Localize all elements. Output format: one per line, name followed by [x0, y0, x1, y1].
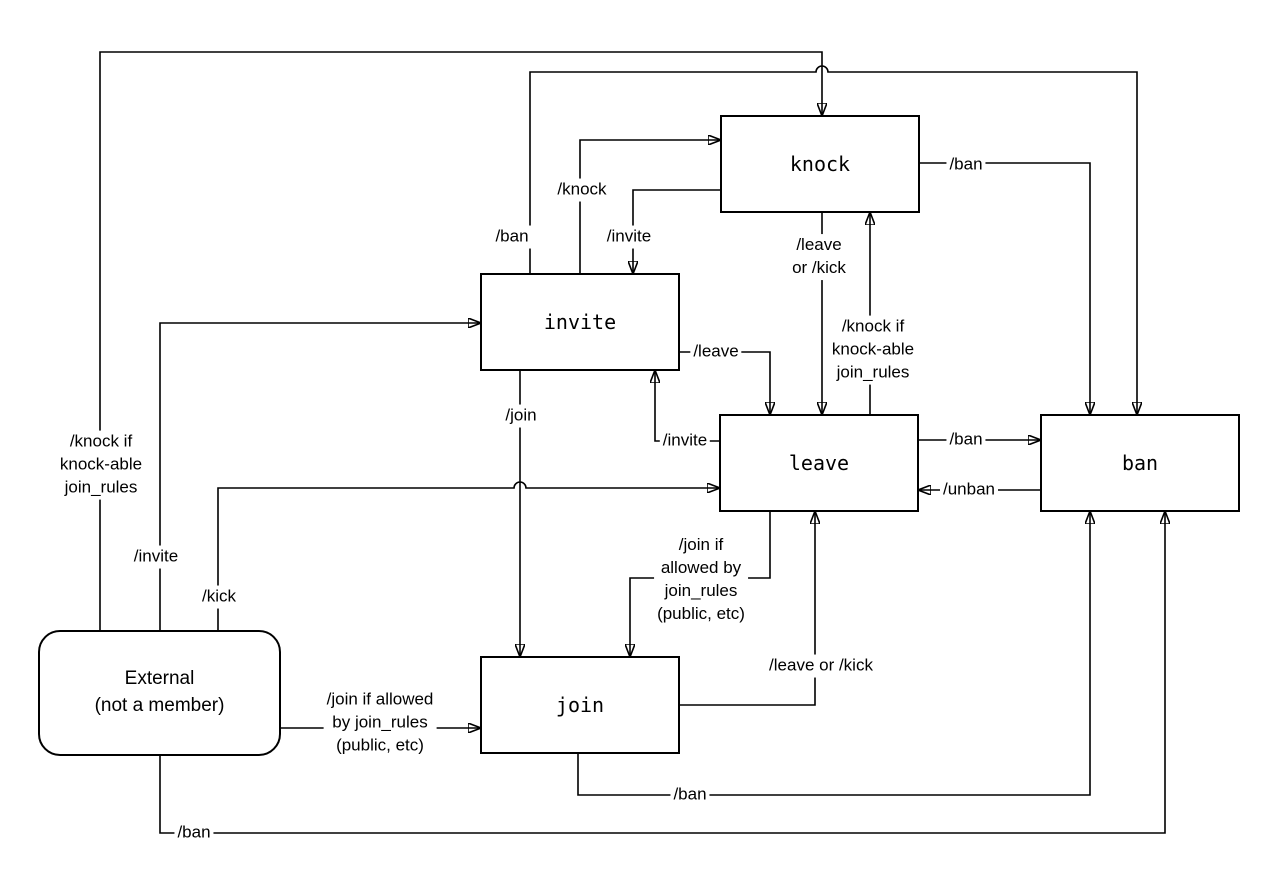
state-node-external: External (not a member) [38, 630, 281, 756]
edge-invite-to-ban [529, 65, 1137, 414]
edge-label-leave-to-ban: /ban [946, 428, 986, 452]
edge-label-leave-to-join: /join if allowed by join_rules (public, … [654, 534, 748, 626]
edge-external-to-ban [159, 512, 1165, 834]
edge-label-invite-to-knock: /knock [554, 178, 610, 202]
edge-invite-to-knock [579, 140, 720, 273]
edge-label-external-to-ban: /ban [174, 821, 214, 845]
edge-label-external-to-knock: /knock if knock-able join_rules [56, 430, 146, 500]
edge-knock-to-ban [920, 162, 1090, 414]
state-node-invite: invite [480, 273, 680, 371]
state-node-join: join [480, 656, 680, 754]
state-node-knock: knock [720, 115, 920, 213]
edge-label-invite-to-leave: /leave [690, 340, 742, 364]
edge-label-external-to-invite: /invite [130, 545, 182, 569]
edge-label-leave-to-invite: /invite [659, 429, 711, 453]
edge-external-to-invite [159, 323, 480, 630]
state-node-leave: leave [719, 414, 919, 512]
edge-label-knock-to-ban: /ban [946, 153, 986, 177]
edge-external-to-leave [217, 481, 719, 630]
edge-label-external-to-leave: /kick [199, 585, 239, 609]
edge-label-join-to-ban: /ban [670, 783, 710, 807]
edge-join-to-ban [577, 512, 1090, 796]
edge-join-to-leave [680, 512, 815, 706]
edge-label-join-to-leave: /leave or /kick [766, 654, 876, 678]
edge-label-external-to-join: /join if allowed by join_rules (public, … [323, 688, 437, 758]
edge-external-to-knock [99, 51, 822, 630]
edge-label-knock-to-leave: /leave or /kick [789, 234, 849, 280]
edge-label-leave-to-knock: /knock if knock-able join_rules [828, 315, 918, 385]
edge-label-invite-to-ban: /ban [492, 225, 532, 249]
edge-label-knock-to-invite: /invite [603, 225, 655, 249]
state-node-ban: ban [1040, 414, 1240, 512]
edge-label-invite-to-join: /join [502, 404, 540, 428]
edge-label-ban-to-leave: /unban [940, 478, 998, 502]
